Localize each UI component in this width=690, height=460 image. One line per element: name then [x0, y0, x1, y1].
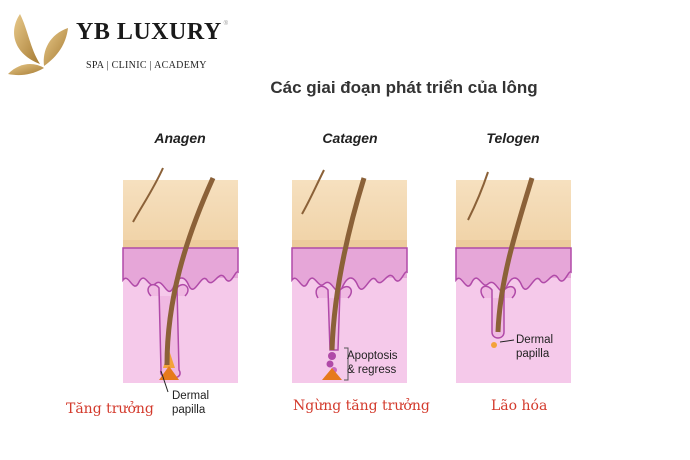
catagen-caption: Ngừng tăng trưởng: [293, 398, 430, 414]
annotation-line: Dermal: [516, 334, 554, 346]
logo-wordmark: YB LUXURY ®: [76, 18, 228, 46]
stage-catagen-title: Catagen: [322, 130, 378, 146]
logo-tagline: SPA | CLINIC | ACADEMY: [86, 60, 207, 71]
annotation-line: Apoptosis: [347, 350, 398, 362]
annotation-line: & regress: [347, 364, 397, 376]
anagen-caption: Tăng trưởng: [66, 401, 154, 417]
anagen-annotation: Dermal papilla: [172, 389, 209, 417]
stage-anagen-title: Anagen: [154, 130, 206, 146]
catagen-annotation: Apoptosis & regress: [347, 349, 398, 377]
anagen-panel: [122, 167, 239, 384]
stage-telogen-title: Telogen: [486, 130, 540, 146]
logo-brand-name: YB LUXURY: [76, 19, 222, 45]
annotation-line: Dermal: [172, 390, 210, 402]
catagen-panel: [291, 169, 408, 384]
annotation-line: papilla: [172, 404, 206, 416]
page-title: Các giai đoạn phát triển của lông: [270, 78, 538, 97]
logo-leaf-icon: [8, 14, 68, 76]
logo-trademark: ®: [223, 21, 229, 27]
telogen-caption: Lão hóa: [491, 398, 548, 414]
annotation-line: papilla: [516, 348, 550, 360]
telogen-panel: [455, 171, 572, 384]
telogen-annotation: Dermal papilla: [516, 333, 553, 361]
